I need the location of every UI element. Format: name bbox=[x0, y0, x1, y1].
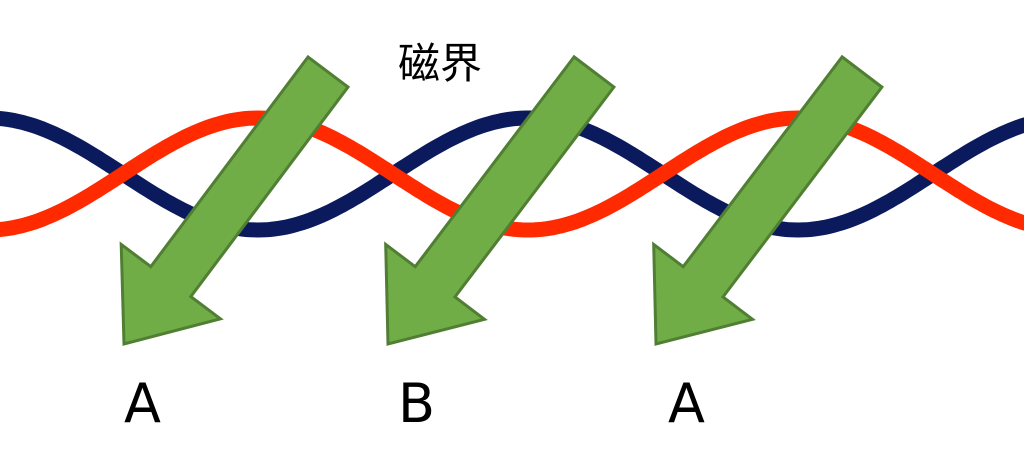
field-arrow-3 bbox=[652, 54, 885, 346]
label-b: B bbox=[398, 372, 435, 435]
field-arrows bbox=[119, 54, 885, 346]
waves bbox=[0, 110, 1024, 238]
navy-wave bbox=[0, 110, 1024, 238]
red-wave bbox=[0, 110, 1024, 238]
field-arrow-1 bbox=[119, 54, 351, 346]
field-arrow-2 bbox=[384, 54, 617, 346]
label-a-left: A bbox=[124, 372, 161, 435]
label-a-right: A bbox=[668, 372, 705, 435]
diagram-title: 磁界 bbox=[398, 39, 482, 88]
